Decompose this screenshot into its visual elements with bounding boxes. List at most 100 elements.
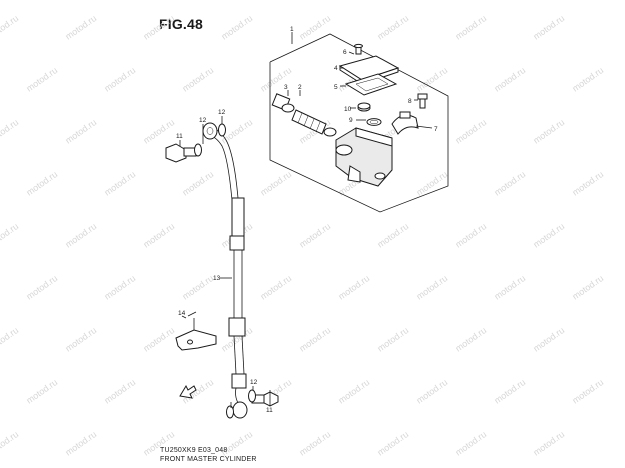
watermark-text: motod.ru — [336, 377, 371, 406]
callout-6: 6 — [343, 49, 347, 56]
upper-washer-left — [194, 143, 202, 157]
callout-3: 3 — [284, 84, 288, 91]
watermark-text: motod.ru — [531, 429, 566, 458]
lower-washer-right — [248, 389, 256, 403]
watermark-text: motod.ru — [180, 273, 215, 302]
figure-caption: FRONT MASTER CYLINDER — [160, 456, 257, 463]
watermark-text: motod.ru — [531, 325, 566, 354]
callout-1: 1 — [290, 26, 294, 33]
watermark-text: motod.ru — [336, 273, 371, 302]
upper-union-bolt — [165, 143, 197, 163]
front-direction-arrow-icon — [179, 384, 197, 399]
o-ring — [366, 118, 382, 126]
callout-12-upper-right: 12 — [218, 109, 226, 116]
lower-union-bolt — [251, 391, 279, 407]
watermark-text: motod.ru — [570, 377, 605, 406]
watermark-text: motod.ru — [570, 65, 605, 94]
model-code: TU250XK9 E03_048 — [160, 447, 228, 454]
cap-screw — [354, 43, 363, 55]
watermark-text: motod.ru — [414, 65, 449, 94]
handlebar-clamp — [391, 111, 433, 135]
callout-12-upper-left: 12 — [199, 117, 207, 124]
assembly-frame — [269, 32, 449, 213]
upper-banjo-fitting — [202, 122, 218, 140]
piston-kit — [271, 93, 337, 137]
watermark-text: motod.ru — [63, 325, 98, 354]
watermark-text: motod.ru — [63, 117, 98, 146]
callout-12-lower: 12 — [250, 379, 258, 386]
watermark-text: motod.ru — [492, 65, 527, 94]
watermark-text: motod.ru — [375, 325, 410, 354]
watermark-text: motod.ru — [414, 169, 449, 198]
watermark-text: motod.ru — [258, 65, 293, 94]
pivot-bolt — [417, 93, 428, 109]
watermark-text: motod.ru — [0, 13, 20, 42]
callout-5: 5 — [334, 84, 338, 91]
watermark-text: motod.ru — [375, 221, 410, 250]
lower-washer-left — [226, 405, 234, 419]
watermark-text: motod.ru — [453, 325, 488, 354]
watermark-text: motod.ru — [141, 325, 176, 354]
watermark-text: motod.ru — [141, 13, 176, 42]
watermark-text: motod.ru — [24, 65, 59, 94]
watermark-text: motod.ru — [24, 169, 59, 198]
callout-9: 9 — [349, 117, 353, 124]
watermark-text: motod.ru — [297, 429, 332, 458]
callout-10: 10 — [344, 106, 352, 113]
watermark-text: motod.ru — [297, 221, 332, 250]
watermark-text: motod.ru — [258, 169, 293, 198]
watermark-text: motod.ru — [141, 117, 176, 146]
watermark-text: motod.ru — [570, 169, 605, 198]
callout-14: 14 — [178, 310, 186, 317]
watermark-text: motod.ru — [0, 429, 20, 458]
watermark-text: motod.ru — [453, 221, 488, 250]
watermark-text: motod.ru — [0, 117, 20, 146]
watermark-text: motod.ru — [453, 117, 488, 146]
callout-2: 2 — [298, 84, 302, 91]
watermark-text: motod.ru — [492, 273, 527, 302]
watermark-text: motod.ru — [24, 377, 59, 406]
diaphragm — [344, 73, 398, 96]
watermark-text: motod.ru — [453, 429, 488, 458]
watermark-text: motod.ru — [258, 273, 293, 302]
watermark-text: motod.ru — [141, 221, 176, 250]
callout-8: 8 — [408, 98, 412, 105]
watermark-text: motod.ru — [492, 377, 527, 406]
watermark-text: motod.ru — [414, 273, 449, 302]
callout-11-lower: 11 — [266, 407, 273, 414]
watermark-text: motod.ru — [180, 169, 215, 198]
watermark-text: motod.ru — [63, 13, 98, 42]
brake-hose — [205, 127, 248, 419]
figure-title: FIG.48 — [159, 16, 203, 32]
watermark-text: motod.ru — [102, 169, 137, 198]
upper-washer-right — [218, 123, 226, 137]
watermark-text: motod.ru — [102, 273, 137, 302]
watermark-text: motod.ru — [492, 169, 527, 198]
watermark-text: motod.ru — [375, 429, 410, 458]
watermark-text: motod.ru — [180, 65, 215, 94]
watermark-text: motod.ru — [0, 325, 20, 354]
boot-cap — [357, 102, 371, 112]
watermark-text: motod.ru — [570, 273, 605, 302]
watermark-text: motod.ru — [297, 325, 332, 354]
watermark-text: motod.ru — [102, 377, 137, 406]
callout-13: 13 — [213, 275, 221, 282]
watermark-text: motod.ru — [219, 13, 254, 42]
callout-4: 4 — [334, 65, 338, 72]
watermark-text: motod.ru — [0, 221, 20, 250]
watermark-text: motod.ru — [63, 221, 98, 250]
watermark-text: motod.ru — [531, 13, 566, 42]
watermark-text: motod.ru — [531, 221, 566, 250]
watermark-text: motod.ru — [63, 429, 98, 458]
watermark-text: motod.ru — [24, 273, 59, 302]
callout-11-upper: 11 — [176, 133, 183, 140]
leader-lines — [179, 51, 418, 408]
master-cylinder-body — [335, 127, 393, 187]
callout-7: 7 — [434, 126, 438, 133]
watermark-text: motod.ru — [414, 377, 449, 406]
watermark-text: motod.ru — [453, 13, 488, 42]
watermark-text: motod.ru — [102, 65, 137, 94]
watermark-text: motod.ru — [297, 13, 332, 42]
hose-clamp-bracket — [175, 311, 217, 351]
